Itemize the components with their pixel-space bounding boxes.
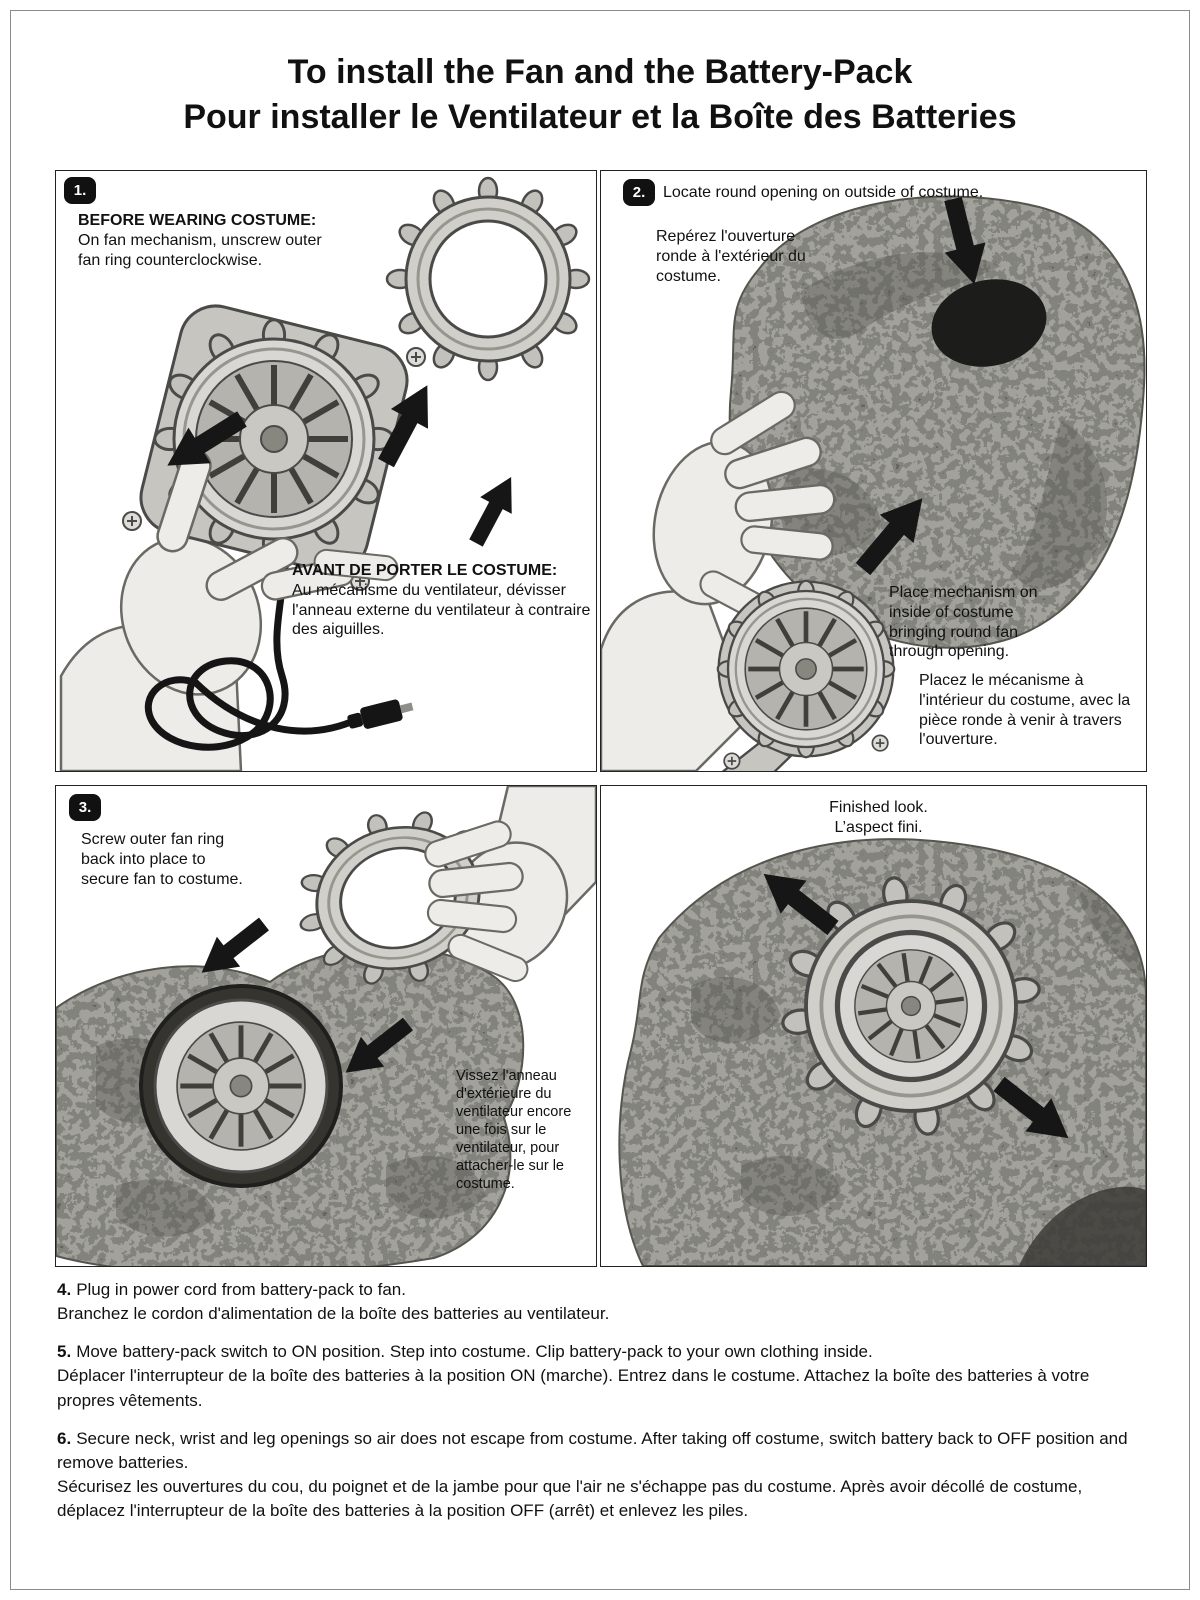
step1-heading-fr: AVANT DE PORTER LE COSTUME: — [292, 562, 558, 579]
finished-caption: Finished look. L’aspect fini. — [791, 798, 966, 838]
step-5-fr: Déplacer l'interrupteur de la boîte des … — [57, 1366, 1090, 1410]
step-6-en: Secure neck, wrist and leg openings so a… — [57, 1428, 1128, 1472]
step2-badge: 2. — [623, 179, 655, 206]
step-5-en: Move battery-pack switch to ON position.… — [76, 1342, 873, 1362]
step-4-fr: Branchez le cordon d'alimentation de la … — [57, 1304, 610, 1324]
step2-illustration — [601, 193, 1146, 771]
step2-place-en: Place mechanism on inside of costume bri… — [889, 584, 1038, 661]
step-4-number: 4. — [57, 1280, 72, 1299]
step2-caption-en: Locate round opening on outside of costu… — [663, 184, 984, 201]
step1-badge: 1. — [64, 177, 96, 204]
finished-caption-fr: L’aspect fini. — [834, 818, 923, 836]
step-4-text: 4.Plug in power cord from battery-pack t… — [57, 1278, 1149, 1326]
step-5-number: 5. — [57, 1342, 72, 1362]
panel-step-3: 3. Screw outer fan ring back into place … — [55, 785, 597, 1267]
step3-badge: 3. — [69, 794, 101, 821]
hand — [601, 385, 837, 771]
finished-look-illustration — [618, 838, 1146, 1266]
panel-finished-look: Finished look. L’aspect fini. — [600, 785, 1147, 1267]
panel-step-1: 1. BEFORE WEARING COSTUME: On fan mechan… — [55, 170, 597, 772]
page-title: To install the Fan and the Battery-Pack … — [0, 50, 1200, 140]
step1-illustration — [59, 171, 596, 771]
step3-illustration — [56, 786, 596, 1266]
step1-text-fr: AVANT DE PORTER LE COSTUME: Au mécanisme… — [292, 561, 592, 640]
step-6-number: 6. — [57, 1428, 72, 1448]
step-6-text: 6.Secure neck, wrist and leg openings so… — [57, 1427, 1149, 1524]
step1-body-fr: Au mécanisme du ventilateur, dévisser l'… — [292, 581, 591, 639]
step2-caption-fr: Repérez l'ouverture ronde à l'extérieur … — [656, 228, 806, 285]
arrow-to-ring2-icon — [460, 468, 527, 552]
installed-fan-with-ring — [765, 860, 1057, 1152]
step-5-text: 5.Move battery-pack switch to ON positio… — [57, 1340, 1149, 1412]
round-opening — [931, 279, 1047, 367]
power-cord — [144, 539, 414, 751]
step3-caption-fr: Vissez l'anneau d'extérieure du ventilat… — [456, 1068, 572, 1192]
step3-caption-en: Screw outer fan ring back into place to … — [81, 831, 243, 888]
finished-caption-en: Finished look. — [829, 799, 928, 816]
fan-mechanism — [122, 304, 426, 591]
power-plug — [347, 699, 414, 729]
title-fr: Pour installer le Ventilateur et la Boît… — [183, 97, 1017, 136]
step1-body-en: On fan mechanism, unscrew outer fan ring… — [78, 231, 322, 269]
fan-mechanism — [716, 579, 896, 771]
installed-fan — [139, 984, 343, 1188]
title-en: To install the Fan and the Battery-Pack — [287, 53, 913, 91]
step1-heading-en: BEFORE WEARING COSTUME: — [78, 212, 317, 229]
step-6-fr: Sécurisez les ouvertures du cou, du poig… — [57, 1476, 1083, 1520]
step1-text-en: BEFORE WEARING COSTUME: On fan mechanism… — [78, 211, 333, 270]
step2-place-fr: Placez le mécanisme à l'intérieur du cos… — [919, 672, 1131, 749]
step-4-en: Plug in power cord from battery-pack to … — [76, 1280, 406, 1299]
bottom-steps: 4.Plug in power cord from battery-pack t… — [57, 1278, 1149, 1537]
panel-step-2: 2. Locate round opening on outside of co… — [600, 170, 1147, 772]
